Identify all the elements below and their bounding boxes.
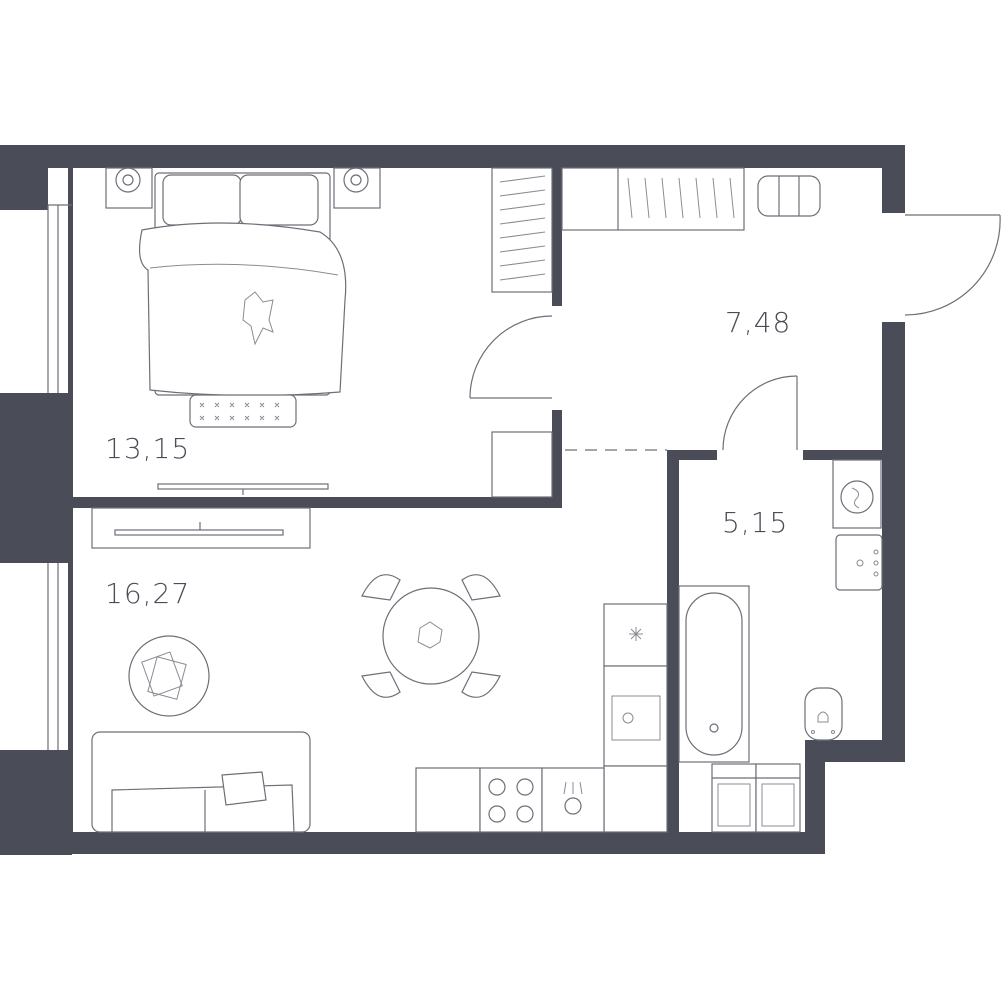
wall-right-step-vertical	[805, 740, 825, 854]
wall-bedroom-hall-lower	[552, 410, 562, 508]
bathroom-area-label: 5,15	[722, 506, 788, 539]
bedroom-wardrobe	[491, 167, 553, 293]
wall-left-pier	[0, 393, 72, 563]
doors	[469, 214, 1001, 451]
bedroom-area-label: 13,15	[105, 432, 190, 465]
dishwasher	[541, 767, 605, 833]
toilet	[804, 687, 843, 741]
wall-top	[0, 145, 905, 168]
double-bed	[138, 172, 347, 397]
wall-right-step	[805, 740, 905, 762]
wall-right-top	[882, 145, 905, 213]
flower-icon	[417, 621, 443, 649]
kitchen-units	[415, 603, 668, 833]
wall-bedroom-hall-upper	[552, 168, 562, 306]
bathroom-fixtures: 5,15	[678, 459, 883, 833]
washing-machine	[832, 459, 882, 529]
wall-left-inner	[68, 168, 73, 833]
living-furniture: 16,27	[91, 507, 668, 833]
dining-table	[361, 574, 501, 698]
bedroom-door	[469, 315, 553, 399]
nightstand-right	[333, 167, 381, 209]
entrance-door	[904, 214, 1001, 316]
bedroom-rug	[189, 394, 297, 428]
bathtub	[678, 585, 750, 763]
wall-left-top	[0, 145, 48, 210]
cat-icon	[242, 291, 274, 346]
walls	[0, 145, 905, 855]
wall-bath-top-right	[803, 450, 885, 460]
windows	[47, 204, 72, 750]
bedroom-shelf	[491, 431, 553, 498]
hallway-pouf	[757, 175, 821, 217]
nightstand-left	[105, 167, 153, 209]
coffee-table	[128, 635, 210, 717]
hallway-wardrobe	[561, 167, 745, 231]
wall-bath-top-left	[667, 450, 717, 460]
kitchen-cabinet	[415, 767, 481, 833]
bedroom-tv	[157, 483, 329, 495]
living-area-label: 16,27	[105, 577, 190, 610]
living-tv-cabinet	[91, 507, 311, 549]
bedroom-furniture: 13,15	[105, 167, 553, 498]
wall-bedroom-living	[72, 497, 562, 508]
bathroom-sink	[835, 534, 883, 591]
stove	[479, 767, 543, 833]
bathroom-door	[722, 375, 798, 451]
sofa	[91, 731, 311, 833]
wall-bath-left	[667, 450, 679, 835]
hallway-area-label: 7,48	[725, 306, 791, 339]
kitchen-sink-unit	[603, 665, 668, 767]
hallway-furniture: 7,48	[561, 167, 821, 339]
wall-bottom	[0, 832, 825, 854]
wall-right-lower	[882, 322, 905, 760]
bathroom-cabinets	[711, 763, 801, 833]
